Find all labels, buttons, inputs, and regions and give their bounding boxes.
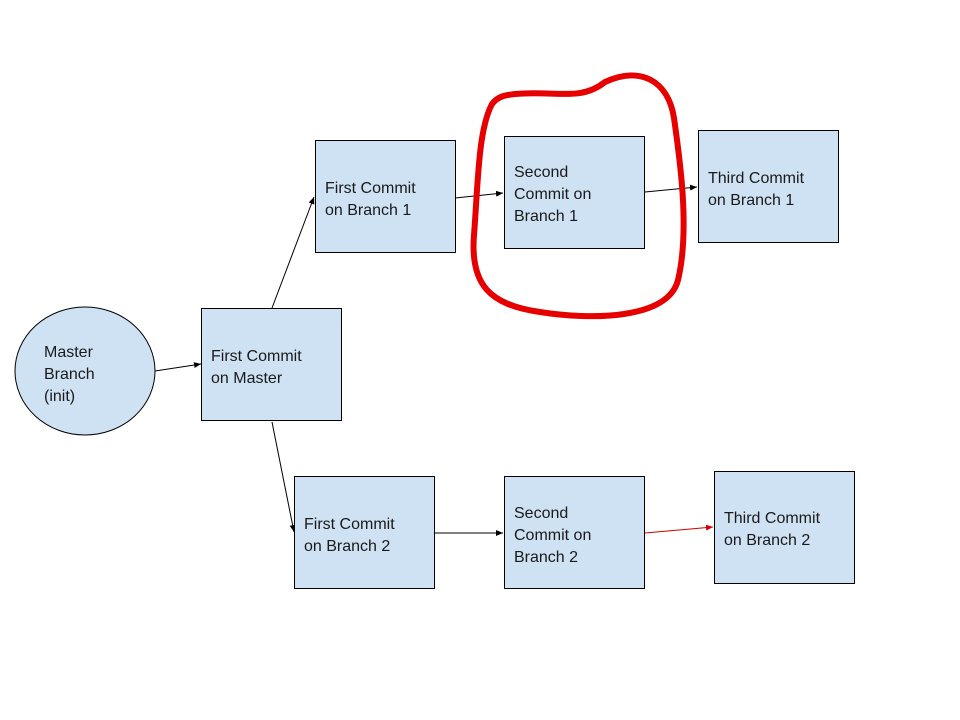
edge-first-master-to-first-b2 (271, 421, 296, 533)
edge-first-master-to-first-b1 (271, 196, 315, 309)
node-third-commit-branch-1-label: Third Commit on Branch 1 (708, 170, 808, 209)
node-second-commit-branch-2-label: Second Commit on Branch 2 (514, 505, 596, 566)
edge-master-init-to-first-master (154, 362, 202, 372)
node-first-commit-master-label: First Commit on Master (211, 348, 306, 387)
node-master-init (14, 306, 156, 436)
node-first-commit-branch-2-label: First Commit on Branch 2 (304, 516, 399, 555)
node-first-commit-branch-2 (294, 476, 435, 589)
node-master-init-label: Master Branch (init) (44, 344, 99, 405)
node-third-commit-branch-1 (698, 130, 839, 243)
node-second-commit-branch-1 (504, 136, 645, 249)
node-third-commit-branch-2 (714, 471, 855, 584)
edge-second-b2-to-third-b2 (644, 524, 714, 534)
highlight-circle (470, 72, 687, 320)
node-first-commit-branch-1 (315, 140, 456, 253)
node-second-commit-branch-1-label: Second Commit on Branch 1 (514, 164, 596, 225)
node-third-commit-branch-2-label: Third Commit on Branch 2 (724, 510, 824, 549)
node-first-commit-branch-1-label: First Commit on Branch 1 (325, 180, 420, 219)
node-second-commit-branch-2 (504, 476, 645, 589)
node-first-commit-master (201, 308, 342, 421)
edge-second-b1-to-third-b1 (644, 184, 698, 193)
